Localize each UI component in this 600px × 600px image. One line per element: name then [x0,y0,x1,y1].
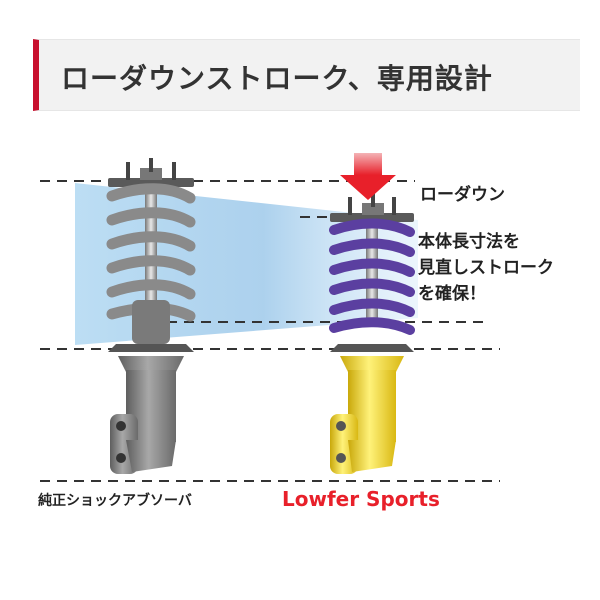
lowdown-label: ローダウン [420,184,505,205]
callout-line-1: 本体長寸法を [418,231,520,252]
lowfer-sports-caption: Lowfer Sports [282,487,440,511]
section-heading: ローダウンストローク、専用設計 [33,39,580,111]
lowdown-arrow-icon [340,153,396,200]
callout-line-3: を確保！ [418,283,486,304]
lowfer-sports-shock-absorber [329,193,415,474]
stock-shock-absorber [106,158,196,474]
page-title: ローダウンストローク、専用設計 [61,62,493,95]
stock-caption: 純正ショックアブソーバ [38,492,192,509]
callout-line-2: 見直しストローク [417,257,554,278]
